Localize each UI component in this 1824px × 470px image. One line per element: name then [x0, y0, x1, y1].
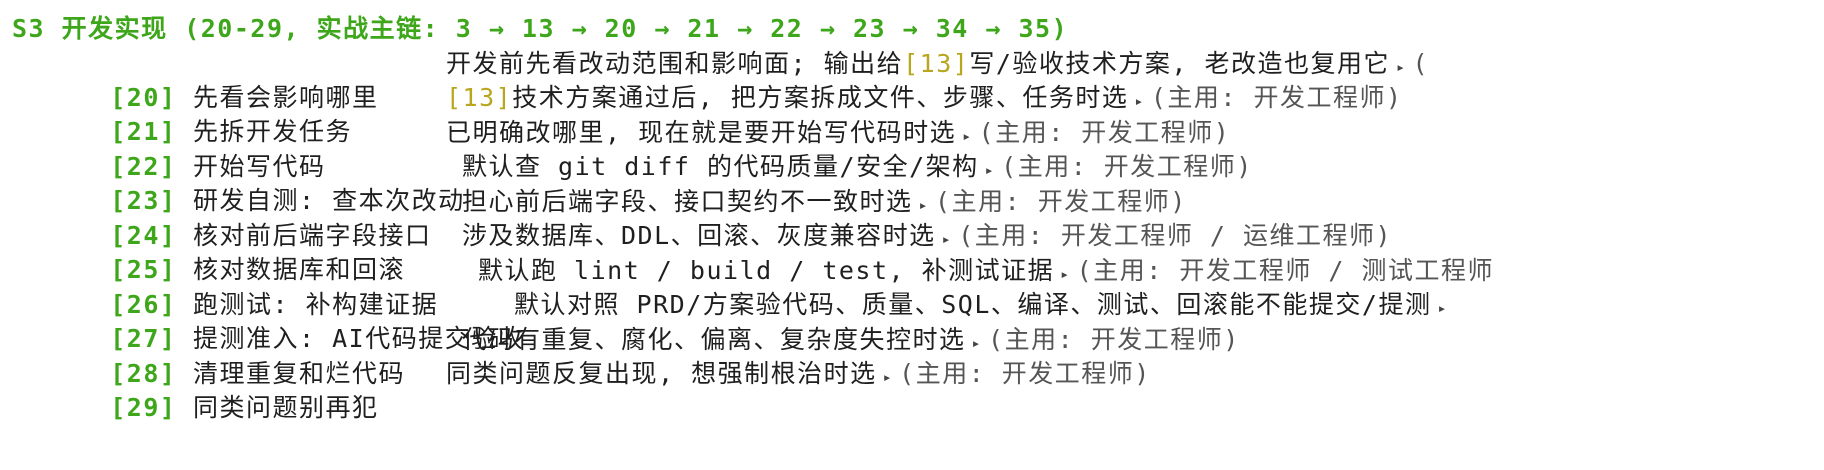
desc-text: 技术方案通过后, 把方案拆成文件、步骤、任务时选 — [512, 83, 1129, 112]
item-id: [25] — [110, 255, 177, 284]
role-label: (主用: 开发工程师) — [978, 118, 1231, 147]
item-description: 同类问题反复出现, 想强制根治时选 ▸ (主用: 开发工程师) — [446, 357, 1151, 394]
desc-text: 开发前先看改动范围和影响面; 输出给 — [446, 49, 904, 78]
desc-text: 同类问题反复出现, 想强制根治时选 — [446, 359, 877, 388]
item-id: [26] — [110, 290, 177, 319]
item-title: 同类问题别再犯 — [193, 393, 379, 422]
menu-item-23[interactable]: [23] 研发自测: 查本次改动 默认查 git diff 的代码质量/安全/架… — [44, 150, 1251, 286]
desc-text: 担心前后端字段、接口契约不一致时选 — [462, 187, 913, 216]
role-label: (主用: 开发工程师) — [1150, 83, 1403, 112]
menu-item-22[interactable]: [22] 开始写代码 已明确改哪里, 现在就是要开始写代码时选 ▸ (主用: 开发工… — [44, 116, 1229, 252]
play-arrow-icon: ▸ — [918, 196, 930, 214]
desc-text: 涉及数据库、DDL、回滚、灰度兼容时选 — [462, 221, 936, 250]
item-description: 默认查 git diff 的代码质量/安全/架构 ▸ (主用: 开发工程师) — [462, 150, 1253, 187]
item-title: 提测准入: AI代码提交验收 — [193, 324, 525, 353]
item-id: [21] — [110, 117, 177, 146]
play-arrow-icon: ▸ — [941, 230, 953, 248]
menu-item-24[interactable]: [24] 核对前后端字段接口 担心前后端字段、接口契约不一致时选 ▸ (主用: 开发… — [44, 185, 1185, 321]
role-label: ( — [1412, 49, 1430, 78]
menu-item-29[interactable]: [29] 同类问题别再犯 同类问题反复出现, 想强制根治时选 ▸ (主用: 开发工程… — [44, 357, 1149, 470]
ref-link-13[interactable]: [13] — [446, 83, 513, 112]
desc-text: 写/验收技术方案, 老改造也复用它 — [969, 49, 1390, 78]
role-label: (主用: 开发工程师) — [988, 325, 1240, 354]
menu-item-27[interactable]: [27] 提测准入: AI代码提交验收 默认对照 PRD/方案验代码、质量、SQ… — [44, 288, 1446, 424]
item-title: 先看会影响哪里 — [193, 83, 379, 112]
item-id: [23] — [110, 186, 177, 215]
item-description: 默认跑 lint / build / test, 补测试证据 ▸ (主用: 开发工程… — [478, 254, 1494, 291]
desc-text: 已明确改哪里, 现在就是要开始写代码时选 — [446, 118, 957, 147]
role-label: (主用: 开发工程师) — [899, 359, 1151, 388]
item-id: [20] — [110, 83, 177, 112]
item-description: 代码有重复、腐化、偏离、复杂度失控时选 ▸ (主用: 开发工程师) — [462, 323, 1240, 360]
item-description: 默认对照 PRD/方案验代码、质量、SQL、编译、测试、回滚能不能提交/提测 ▸ — [514, 288, 1454, 325]
item-description: 涉及数据库、DDL、回滚、灰度兼容时选 ▸ (主用: 开发工程师 / 运维工程师) — [462, 219, 1392, 256]
play-arrow-icon: ▸ — [971, 334, 983, 352]
item-description: 已明确改哪里, 现在就是要开始写代码时选 ▸ (主用: 开发工程师) — [446, 116, 1230, 153]
item-title: 核对前后端字段接口 — [193, 221, 432, 250]
item-description: 开发前先看改动范围和影响面; 输出给[13]写/验收技术方案, 老改造也复用它 ▸… — [446, 47, 1429, 84]
play-arrow-icon: ▸ — [962, 127, 973, 145]
item-description: 担心前后端字段、接口契约不一致时选 ▸ (主用: 开发工程师) — [462, 185, 1187, 222]
menu-item-25[interactable]: [25] 核对数据库和回滚 涉及数据库、DDL、回滚、灰度兼容时选 ▸ (主用: 开… — [44, 219, 1390, 355]
desc-text: 代码有重复、腐化、偏离、复杂度失控时选 — [462, 325, 966, 354]
item-title: 核对数据库和回滚 — [193, 255, 406, 284]
item-description: [13]技术方案通过后, 把方案拆成文件、步骤、任务时选 ▸ (主用: 开发工程师) — [446, 81, 1403, 118]
role-label: (主用: 开发工程师) — [1001, 152, 1253, 181]
play-arrow-icon: ▸ — [1060, 265, 1071, 283]
desc-text: 默认跑 lint / build / test, 补测试证据 — [478, 256, 1055, 285]
menu-item-26[interactable]: [26] 跑测试: 补构建证据 默认跑 lint / build / test,… — [44, 254, 1492, 390]
play-arrow-icon: ▸ — [1134, 92, 1145, 110]
play-arrow-icon: ▸ — [1437, 299, 1448, 317]
desc-text: 默认对照 PRD/方案验代码、质量、SQL、编译、测试、回滚能不能提交/提测 — [514, 290, 1432, 319]
section-header: S3 开发实现 (20-29, 实战主链: 3 → 13 → 20 → 21 →… — [12, 14, 1069, 43]
item-id: [24] — [110, 221, 177, 250]
item-id: [28] — [110, 359, 177, 388]
item-title: 清理重复和烂代码 — [193, 359, 406, 388]
item-title: 研发自测: 查本次改动 — [193, 186, 465, 215]
play-arrow-icon: ▸ — [1395, 58, 1407, 76]
ref-link-13[interactable]: [13] — [903, 49, 970, 78]
item-id: [22] — [110, 152, 177, 181]
item-title: 先拆开发任务 — [193, 117, 353, 146]
item-title: 开始写代码 — [193, 152, 326, 181]
desc-text: 默认查 git diff 的代码质量/安全/架构 — [462, 152, 979, 181]
play-arrow-icon: ▸ — [984, 161, 996, 179]
play-arrow-icon: ▸ — [882, 368, 894, 386]
role-label: (主用: 开发工程师 / 测试工程师 — [1076, 256, 1494, 285]
role-label: (主用: 开发工程师 / 运维工程师) — [958, 221, 1393, 250]
item-id: [29] — [110, 393, 177, 422]
item-title: 跑测试: 补构建证据 — [193, 290, 439, 319]
menu-item-20[interactable]: [20] 先看会影响哪里 开发前先看改动范围和影响面; 输出给[13]写/验收技… — [44, 47, 1427, 183]
menu-item-28[interactable]: [28] 清理重复和烂代码 代码有重复、腐化、偏离、复杂度失控时选 ▸ (主用: 开… — [44, 323, 1238, 459]
menu-item-21[interactable]: [21] 先拆开发任务 [13]技术方案通过后, 把方案拆成文件、步骤、任务时选… — [44, 81, 1401, 217]
item-id: [27] — [110, 324, 177, 353]
role-label: (主用: 开发工程师) — [935, 187, 1187, 216]
